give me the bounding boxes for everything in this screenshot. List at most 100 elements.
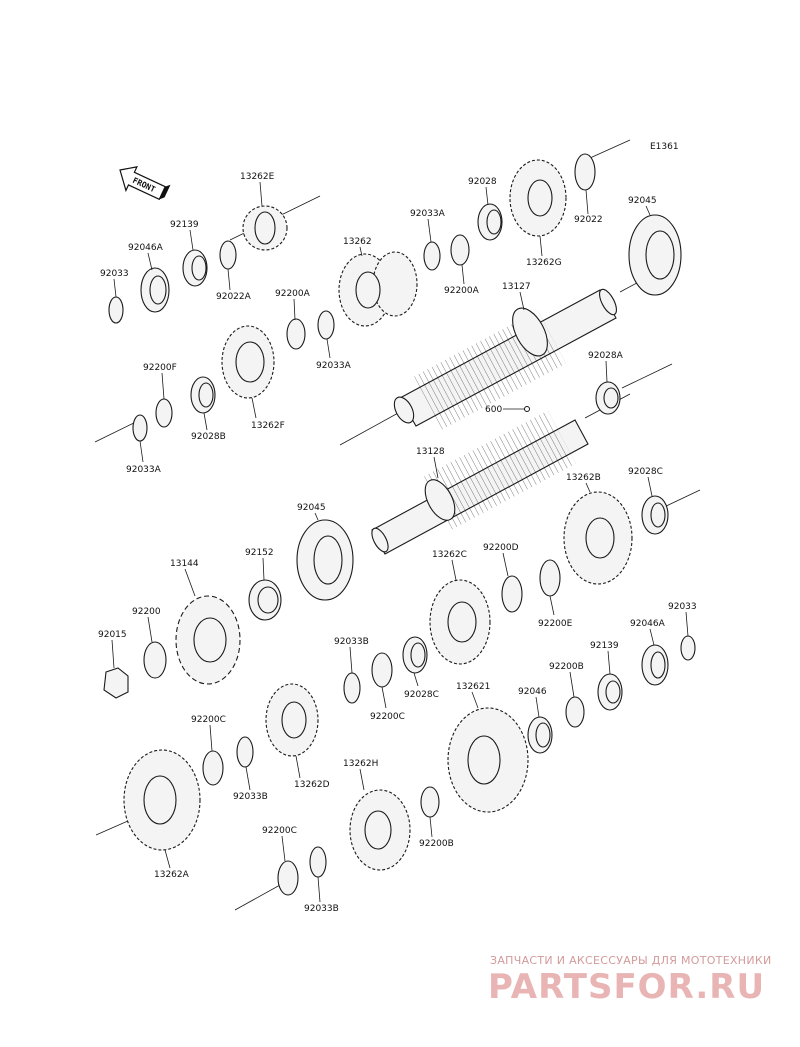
gear-13262H	[349, 789, 411, 871]
leader-lines	[111, 181, 689, 903]
part-label: 13262D	[294, 780, 330, 790]
part-label: 92045	[628, 196, 657, 206]
circlip-92033B-lower	[309, 846, 327, 878]
circlip-92033-right	[680, 635, 696, 661]
circlip-92033B-mid	[343, 672, 361, 704]
washer-92200D	[501, 575, 523, 613]
part-labels: 13262E 92139 92046A 92033 92022A 13262 9…	[98, 172, 697, 914]
gear-13262G	[509, 159, 567, 237]
part-label: 600	[485, 405, 502, 415]
part-label: 92200	[132, 607, 161, 617]
part-label: 92033B	[334, 637, 369, 647]
washer-92022A	[219, 240, 237, 270]
washer-92200A-upper	[450, 234, 470, 266]
sprocket-13144	[175, 595, 241, 685]
part-label: 92139	[590, 641, 619, 651]
circlip-92033-upper	[108, 296, 124, 324]
part-label: 13262A	[154, 870, 190, 880]
part-label: 13262E	[240, 172, 275, 182]
part-label: 13262F	[251, 421, 285, 431]
shaft-13127	[339, 275, 651, 446]
diagram-code: E1361	[650, 142, 679, 152]
part-label: 92200B	[549, 662, 584, 672]
bearing-92046A-upper	[140, 267, 170, 313]
bearing-92046A-right	[641, 644, 669, 686]
washer-92200E	[539, 559, 561, 597]
circlip-92033A-mid	[317, 310, 335, 340]
washer-92022	[574, 153, 596, 191]
gear-13262F	[221, 325, 275, 399]
washer-92200C-left	[202, 750, 224, 786]
part-label: 92139	[170, 220, 199, 230]
gear-13262C	[429, 579, 491, 665]
circlip-92033A-lower	[132, 414, 148, 442]
part-label: 13127	[502, 282, 531, 292]
part-label: 92022	[574, 215, 603, 225]
circlip-92033A-upper	[423, 241, 441, 271]
watermark-tagline: ЗАПЧАСТИ И АКСЕССУАРЫ ДЛЯ МОТОТЕХНИКИ	[490, 954, 772, 967]
collar-92152	[248, 579, 282, 621]
part-label: 92015	[98, 630, 127, 640]
watermark-logo: PARTSFOR.RU	[488, 967, 765, 1007]
part-label: 132621	[456, 682, 490, 692]
gear-132621	[447, 707, 529, 813]
part-label: 92033A	[410, 209, 446, 219]
bearing-92046	[527, 716, 553, 754]
part-label: 92028C	[628, 467, 663, 477]
gear-13262E	[242, 205, 288, 251]
part-label: 92200C	[370, 712, 405, 722]
part-label: 92200D	[483, 543, 519, 553]
oil-dot-600	[524, 406, 530, 412]
part-label: 92200E	[538, 619, 573, 629]
part-label: 92152	[245, 548, 274, 558]
collar-92139-right	[597, 673, 623, 711]
part-label: 92028C	[404, 690, 439, 700]
bushing-92028A	[595, 381, 621, 415]
part-label: 13262C	[432, 550, 467, 560]
part-label: 13128	[416, 447, 445, 457]
part-label: 92033B	[304, 904, 339, 914]
nut-92015	[103, 667, 129, 699]
part-label: 13262B	[566, 473, 601, 483]
washer-92200B-right	[565, 696, 585, 728]
part-label: 13262G	[526, 258, 562, 268]
part-label: 92046	[518, 687, 547, 697]
circlip-92033B-left	[236, 736, 254, 768]
part-label: 92046A	[128, 243, 164, 253]
bearing-92028B	[190, 376, 216, 414]
gear-13262B	[563, 491, 633, 585]
washer-92200C-lower	[277, 860, 299, 896]
part-label: 92200C	[262, 826, 297, 836]
part-label: 92028B	[191, 432, 226, 442]
part-label: 13144	[170, 559, 199, 569]
washer-92200	[143, 641, 167, 679]
collar-92139-upper	[182, 249, 208, 287]
gear-13262A	[123, 749, 201, 851]
washer-92200C-mid	[371, 652, 393, 688]
part-label: 92046A	[630, 619, 666, 629]
part-label: 92200A	[275, 289, 311, 299]
part-label: 92033	[100, 269, 129, 279]
part-label: 13262H	[343, 759, 378, 769]
part-label: 92022A	[216, 292, 252, 302]
part-label: 92033	[668, 602, 697, 612]
bearing-92028C-right	[641, 495, 669, 535]
part-label: 92045	[297, 503, 326, 513]
washer-92200F	[155, 398, 173, 428]
bearing-92045-upper	[628, 214, 682, 296]
part-label: 92200C	[191, 715, 226, 725]
part-label: 92033A	[126, 465, 162, 475]
part-label: 92033A	[316, 361, 352, 371]
part-label: 92200B	[419, 839, 454, 849]
part-label: 92200F	[143, 363, 177, 373]
part-label: 13262	[343, 237, 372, 247]
part-label: 92028A	[588, 351, 624, 361]
gear-13262	[338, 251, 418, 327]
washer-92200A-mid	[286, 318, 306, 350]
bearing-92028C-mid	[402, 636, 428, 674]
washer-92200B-lower	[420, 786, 440, 818]
part-label: 92200A	[444, 286, 480, 296]
bushing-92028	[477, 203, 503, 241]
front-arrow-icon: FRONT	[119, 166, 171, 201]
